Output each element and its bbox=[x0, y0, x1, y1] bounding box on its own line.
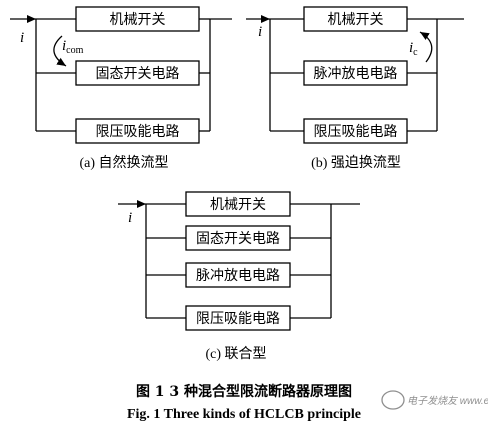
watermark-text: 电子发烧友 www.elecfans.com bbox=[407, 395, 488, 407]
panel-b-box-1-label: 机械开关 bbox=[328, 12, 384, 28]
panel-b-voltage-limiting bbox=[303, 118, 408, 144]
watermark: 电子发烧友 www.elecfans.com bbox=[381, 390, 488, 410]
panel-b: i 机械开关 脉冲放电电路 限压吸能电路 ic (b) 强迫换流型 bbox=[246, 6, 464, 171]
panel-c-caption: (c) 联合型 bbox=[205, 346, 266, 362]
panel-c-pulse-discharge bbox=[185, 262, 291, 288]
panel-b-commutation-label: ic bbox=[409, 40, 418, 58]
panel-c-box-2-label: 固态开关电路 bbox=[196, 231, 280, 247]
panel-c-voltage-limiting bbox=[185, 305, 291, 331]
panel-b-pulse-discharge bbox=[303, 60, 408, 86]
panel-c-box-4-label: 限压吸能电路 bbox=[196, 311, 280, 327]
panel-c-current-label: i bbox=[128, 210, 132, 226]
panel-b-current-label: i bbox=[258, 24, 262, 40]
panel-b-box-3-label: 限压吸能电路 bbox=[314, 124, 398, 140]
figure-title-en: Fig. 1 Three kinds of HCLCB principle bbox=[127, 407, 361, 422]
figure-title-cn: 图 1 3 种混合型限流断路器原理图 bbox=[136, 383, 352, 400]
panel-a: i 机械开关 固态开关电路 限压吸能电路 icom (a) 自然换流型 bbox=[10, 6, 232, 171]
panel-c-mechanical-switch bbox=[185, 191, 291, 217]
panel-c-box-3-label: 脉冲放电电路 bbox=[196, 268, 280, 284]
panel-c-solid-state-switch bbox=[185, 225, 291, 251]
panel-a-commutation-arrow bbox=[53, 35, 67, 67]
panel-a-caption: (a) 自然换流型 bbox=[79, 154, 168, 171]
panel-b-caption: (b) 强迫换流型 bbox=[311, 154, 401, 171]
panel-a-current-label: i bbox=[20, 30, 24, 46]
panel-b-box-2-label: 脉冲放电电路 bbox=[314, 66, 398, 82]
watermark-logo-icon bbox=[381, 390, 405, 410]
panel-a-voltage-limiting bbox=[75, 118, 200, 144]
panel-c: i 机械开关 固态开关电路 脉冲放电电路 限压吸能电路 (c) 联合型 bbox=[118, 191, 360, 362]
panel-b-commutation-arrow bbox=[419, 31, 433, 63]
panel-a-box-1-label: 机械开关 bbox=[110, 12, 166, 28]
panel-c-box-1-label: 机械开关 bbox=[210, 197, 266, 213]
panel-a-box-2-label: 固态开关电路 bbox=[96, 66, 180, 82]
panel-a-box-3-label: 限压吸能电路 bbox=[96, 124, 180, 140]
panel-a-commutation-label: icom bbox=[62, 38, 84, 56]
